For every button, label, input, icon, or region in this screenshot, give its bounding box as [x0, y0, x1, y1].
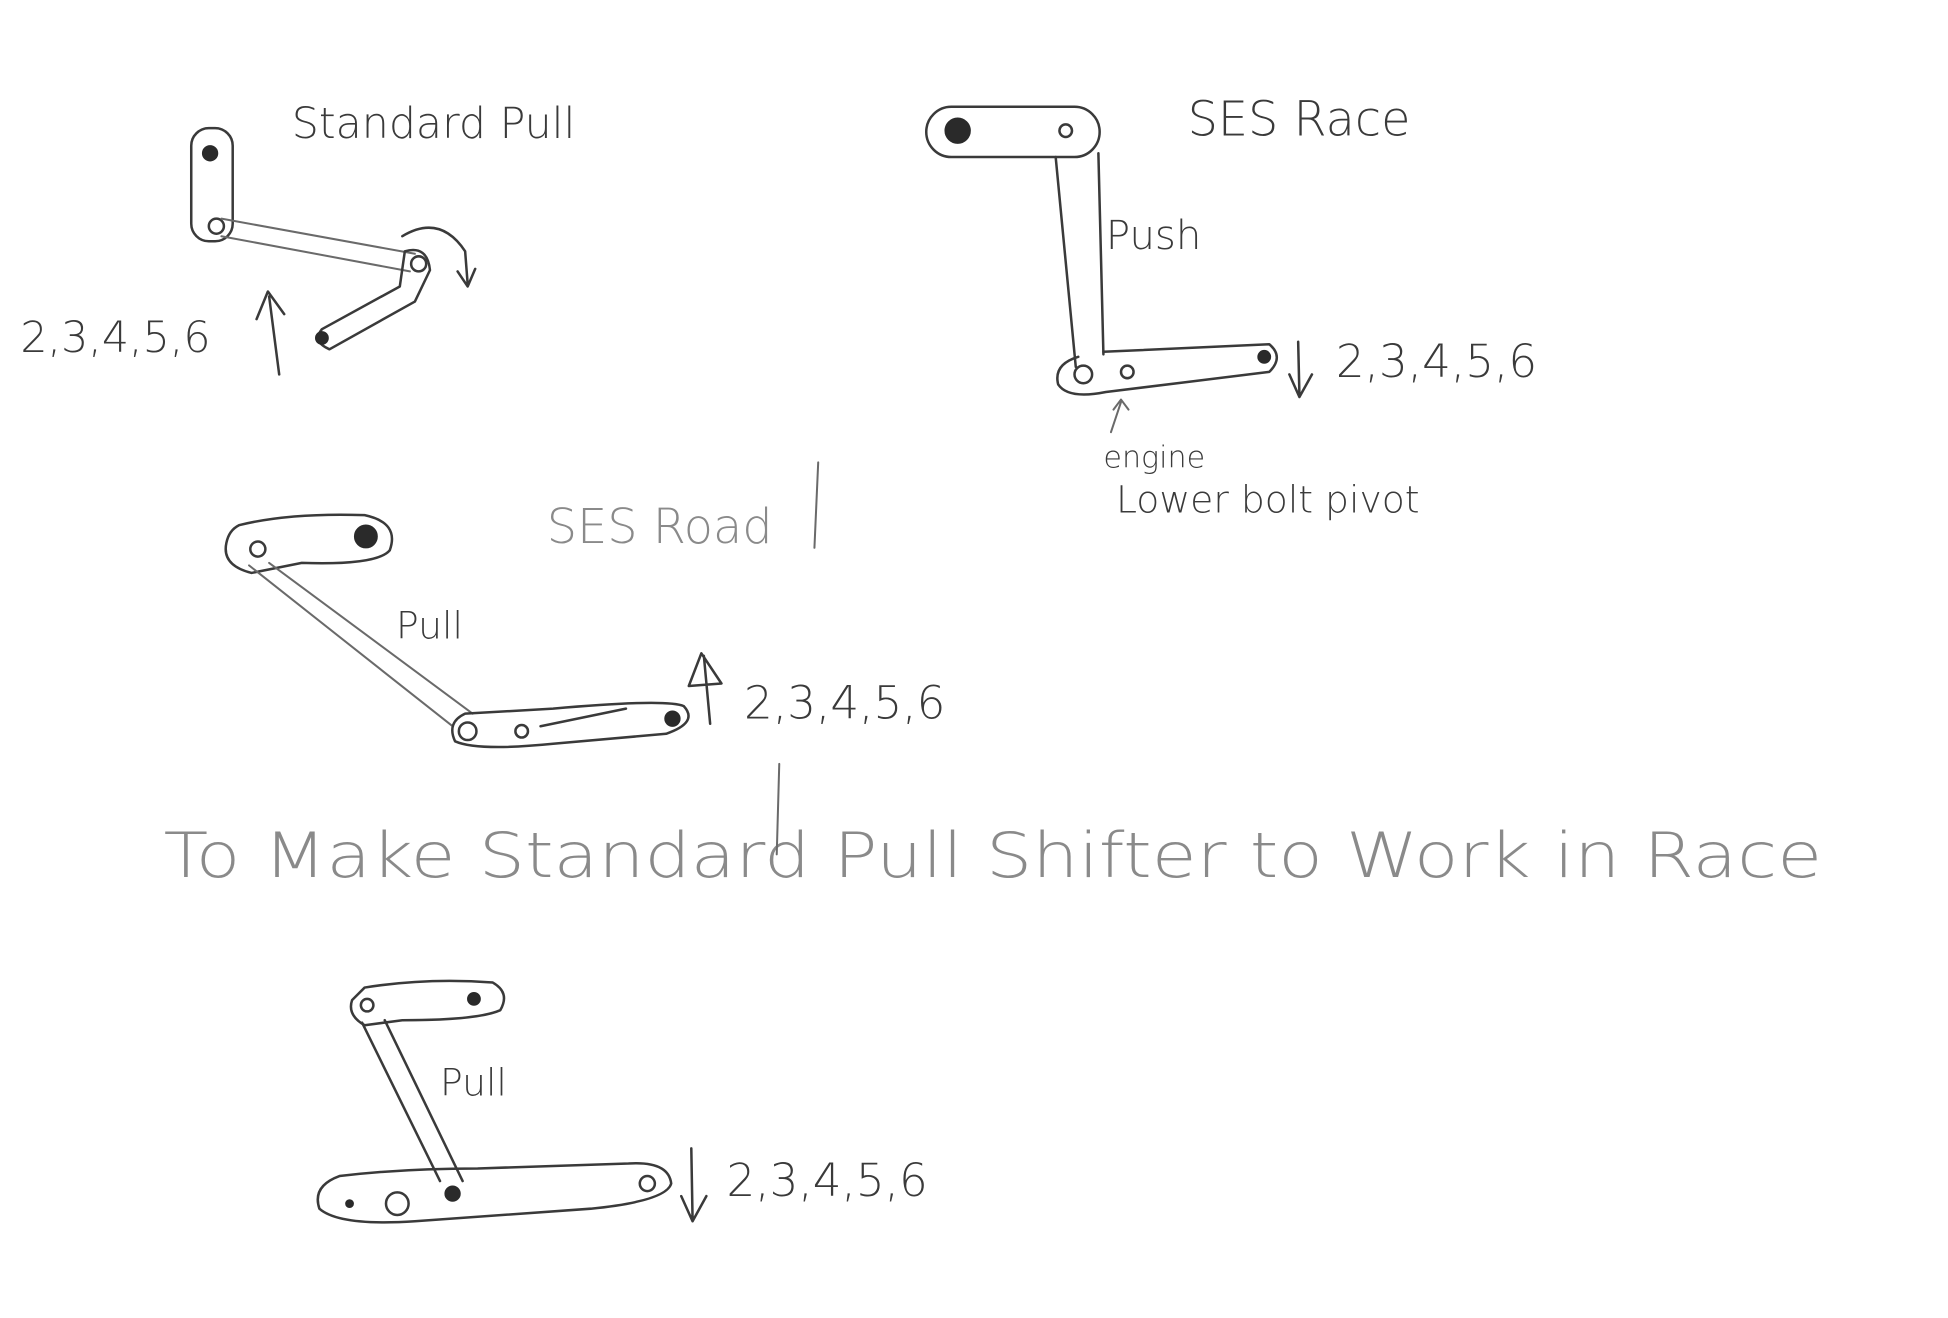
gear-lever-dot — [315, 331, 329, 345]
conversion-gears: 2,3,4,5,6 — [726, 1154, 927, 1207]
ses-race-diagram: SES Race Push 2,3,4,5,6 engine Lower bol… — [924, 93, 1537, 522]
ses-road-gears: 2,3,4,5,6 — [744, 677, 945, 730]
rod-hole — [1058, 123, 1074, 139]
bellcrank-hole — [409, 255, 428, 273]
end-dot — [664, 710, 681, 727]
pivot-dot — [467, 991, 481, 1006]
pointer-arrow-icon — [1109, 398, 1130, 434]
standard-pull-title: Standard Pull — [292, 99, 576, 149]
shifter-arm — [189, 126, 234, 243]
ses-road-diagram: SES Road Pull 2,3,4,5,6 — [224, 461, 945, 749]
rod-joint-dot — [444, 1185, 461, 1202]
end-hole — [638, 1174, 657, 1193]
lower-link — [1056, 343, 1279, 396]
up-arrow-icon — [687, 652, 723, 725]
engine-note: engine — [1103, 440, 1205, 475]
rotation-arrow-icon — [401, 226, 477, 288]
small-hole — [345, 1199, 354, 1209]
top-link — [349, 979, 506, 1027]
stray-stroke — [813, 461, 820, 549]
lower-link — [316, 1161, 673, 1224]
pivot-dot — [944, 117, 971, 144]
stray-stroke — [775, 762, 781, 856]
pivot-hole — [1073, 364, 1094, 385]
down-arrow-icon — [679, 1147, 708, 1223]
pivot-hole — [457, 721, 478, 742]
rod-hole — [207, 217, 226, 235]
top-link — [924, 105, 1101, 159]
heading: To Make Standard Pull Shifter to Work in… — [164, 819, 1822, 892]
pivot-hole — [384, 1191, 410, 1217]
link-hole — [514, 723, 530, 739]
push-rod — [1054, 152, 1105, 369]
pull-rod — [360, 1018, 464, 1183]
end-dot — [1257, 349, 1272, 364]
pull-label: Pull — [396, 603, 463, 647]
lower-link — [451, 701, 690, 749]
rod-hole — [249, 540, 267, 558]
standard-pull-diagram: Standard Pull 2,3,4,5,6 — [20, 99, 576, 376]
standard-pull-gears: 2,3,4,5,6 — [20, 313, 210, 363]
up-arrow-icon — [255, 290, 286, 376]
lower-bolt-pivot-note: Lower bolt pivot — [1116, 478, 1420, 522]
ses-road-title: SES Road — [547, 500, 773, 555]
conversion-diagram: Pull 2,3,4,5,6 — [316, 979, 928, 1224]
pull-rod — [220, 217, 416, 273]
pivot-dot — [353, 524, 378, 549]
ses-race-gears: 2,3,4,5,6 — [1336, 335, 1537, 388]
link-hole — [1119, 364, 1135, 380]
rod-hole — [359, 997, 375, 1013]
top-link — [224, 513, 394, 575]
down-arrow-icon — [1288, 340, 1314, 399]
pull-label: Pull — [440, 1061, 507, 1105]
push-label: Push — [1106, 213, 1201, 259]
pivot-dot — [201, 145, 219, 162]
ses-race-title: SES Race — [1188, 93, 1411, 148]
pull-rod — [248, 561, 474, 728]
